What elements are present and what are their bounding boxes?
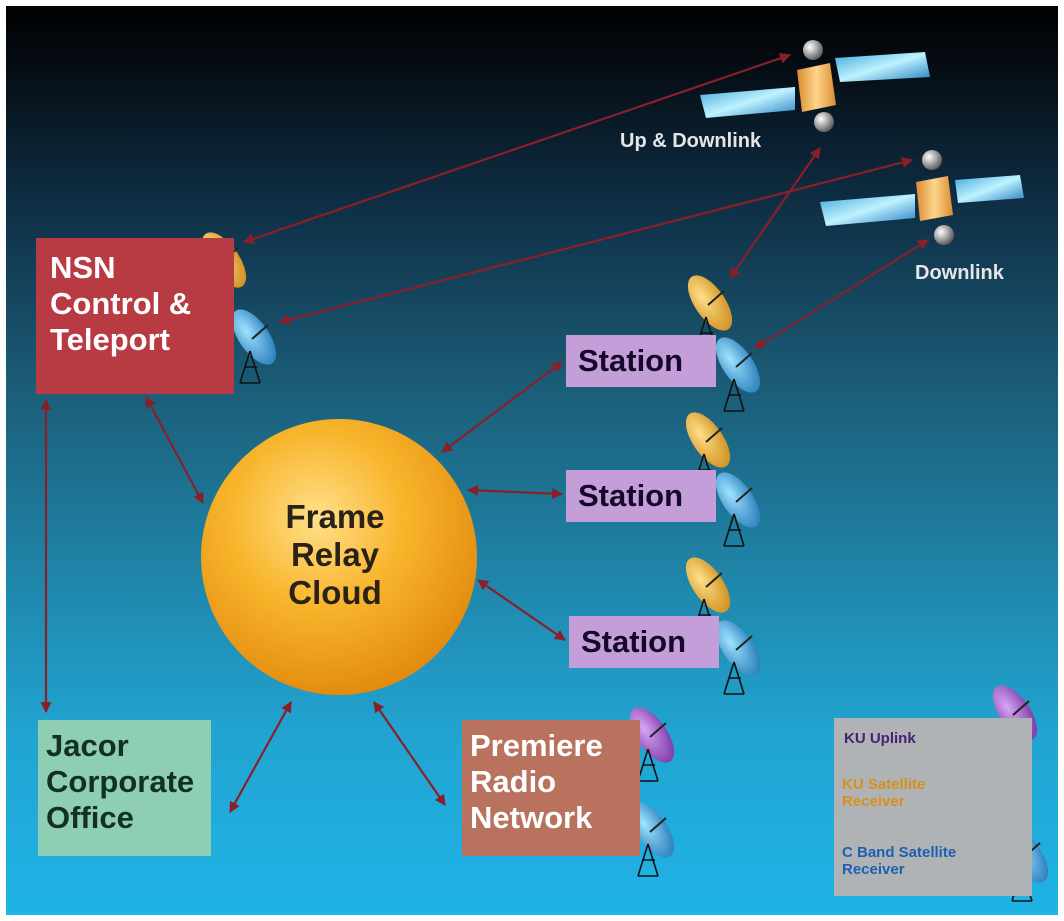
link-cloud-premiere	[373, 701, 446, 806]
nsn-label-line-3: Teleport	[50, 322, 170, 357]
premiere-label-line-2: Radio	[470, 764, 557, 799]
station-box-2: Station	[566, 470, 716, 522]
legend-c-band-line-1: C Band Satellite	[842, 844, 957, 861]
jacor-label-line-3: Office	[46, 800, 134, 835]
premiere-label-line-1: Premiere	[470, 728, 603, 763]
uplink-satellite-label: Up & Downlink	[620, 130, 762, 152]
station-2-c-band-dish-icon	[706, 464, 770, 547]
legend-c-band-label: C Band Satellite Receiver	[842, 844, 956, 878]
premiere-label-line-3: Network	[470, 800, 593, 835]
legend-ku-receiver-line-2: Receiver	[842, 793, 905, 810]
link-nsn-cloud	[145, 396, 204, 504]
downlink-satellite-label: Downlink	[915, 262, 1004, 284]
station-1-c-band-dish-icon	[706, 329, 770, 412]
station-box-1: Station	[566, 335, 716, 387]
satellite-uplink-icon	[700, 40, 930, 132]
legend-ku-uplink-label: KU Uplink	[844, 730, 916, 747]
frame-relay-cloud	[201, 419, 477, 695]
link-nsn-satellite-2	[278, 157, 914, 325]
link-cloud-station-1	[441, 361, 563, 453]
jacor-label-line-2: Corporate	[46, 764, 195, 799]
nsn-label-line-2: Control &	[50, 286, 192, 321]
cloud-label-line-2: Relay	[290, 536, 380, 573]
premiere-radio-network-box: Premiere Radio Network	[462, 720, 640, 856]
legend-c-band-line-2: Receiver	[842, 861, 905, 878]
link-cloud-jacor	[229, 701, 292, 813]
jacor-corporate-office-box: Jacor Corporate Office	[38, 720, 211, 856]
legend-ku-receiver-line-1: KU Satellite	[842, 776, 926, 793]
frame-relay-cloud-label: Frame Relay Cloud	[230, 498, 440, 612]
station-box-3: Station	[569, 616, 719, 668]
legend-ku-receiver-label: KU Satellite Receiver	[842, 776, 925, 810]
link-cloud-station-3	[477, 579, 566, 641]
satellite-downlink-icon	[820, 150, 1024, 245]
nsn-label-line-1: NSN	[50, 250, 116, 285]
link-satellite-1-station	[729, 147, 821, 279]
link-cloud-station-2	[466, 484, 564, 500]
jacor-label-line-1: Jacor	[46, 728, 129, 763]
cloud-label-line-3: Cloud	[288, 574, 382, 611]
cloud-label-line-1: Frame	[285, 498, 385, 535]
link-satellite-2-station	[754, 239, 929, 349]
link-arrows	[40, 53, 929, 813]
legend-box: KU Uplink KU Satellite Receiver C Band S…	[834, 718, 1032, 896]
nsn-control-teleport-box: NSN Control & Teleport	[36, 238, 234, 394]
